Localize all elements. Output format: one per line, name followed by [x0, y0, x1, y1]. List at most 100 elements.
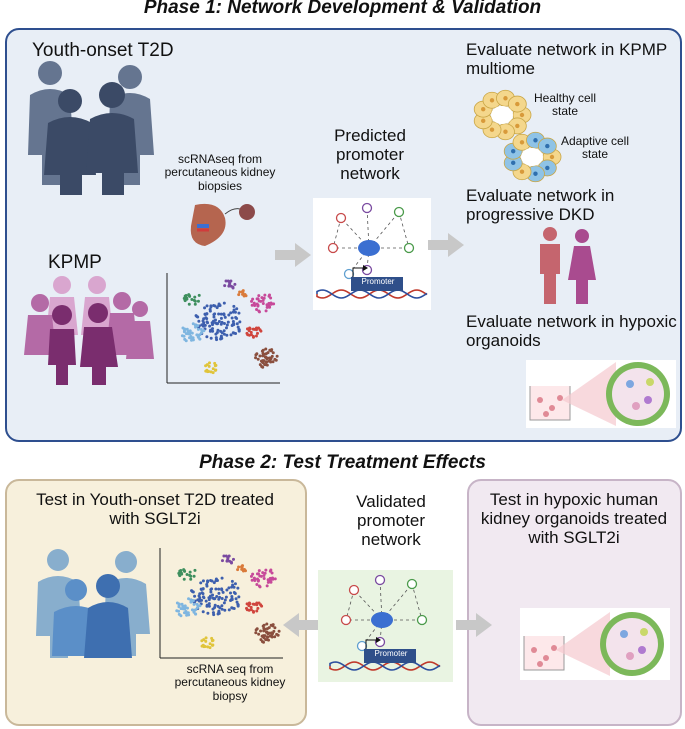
umap-point: [264, 356, 268, 360]
umap-point: [271, 351, 275, 355]
umap-point: [193, 302, 197, 306]
network-node: [327, 242, 339, 254]
organoid-dot: [549, 405, 555, 411]
umap-point: [212, 315, 216, 319]
umap-point: [189, 577, 193, 581]
umap-point: [207, 364, 211, 368]
kpmp-people-figure: [24, 276, 154, 385]
umap-point: [222, 601, 226, 605]
arrow-right-phase2: [456, 613, 492, 637]
umap-point: [201, 587, 205, 591]
umap-point: [257, 569, 261, 573]
umap-point: [211, 643, 215, 647]
cell-nucleus: [519, 169, 525, 174]
umap-point: [214, 587, 218, 591]
organoid-inner: [612, 368, 664, 420]
cell-nucleus: [545, 143, 550, 149]
treated-people-figure: [36, 549, 150, 658]
umap-point: [230, 606, 234, 610]
umap-point: [267, 305, 271, 309]
umap-point: [251, 572, 255, 576]
organoid-dot: [537, 397, 543, 403]
umap-point: [264, 568, 268, 572]
umap-point: [198, 604, 202, 608]
organoid-cell: [638, 646, 646, 654]
network-node: [361, 202, 373, 214]
umap-point: [254, 353, 258, 357]
umap-point: [185, 572, 189, 576]
umap-point: [214, 577, 218, 581]
umap-point: [201, 610, 205, 614]
umap-point: [189, 574, 193, 578]
cell-nucleus: [533, 171, 538, 176]
dna-strand: [316, 289, 428, 299]
umap-point: [177, 609, 181, 613]
umap-plot-phase2: [159, 548, 283, 659]
umap-point: [268, 358, 272, 362]
umap-point: [214, 321, 218, 325]
network-node: [374, 574, 386, 586]
validated-network-label: Validated promoter network: [356, 492, 426, 550]
umap-point: [184, 332, 188, 336]
organoid-cell: [626, 652, 634, 660]
umap-point: [227, 554, 231, 558]
umap-point: [222, 301, 226, 305]
network-edge: [332, 217, 342, 249]
umap-point: [201, 592, 205, 596]
umap-point: [256, 579, 260, 583]
promoter-arrowhead: [376, 637, 381, 643]
umap-point: [260, 349, 264, 353]
umap-point: [274, 358, 278, 362]
umap-point: [200, 323, 204, 327]
umap-point: [182, 577, 186, 581]
umap-point: [272, 302, 276, 306]
umap-point: [222, 554, 226, 558]
umap-point: [247, 601, 251, 605]
umap-point: [238, 290, 242, 294]
promoter-arrow: [365, 639, 378, 649]
predicted-network-label: Predicted promoter network: [334, 126, 406, 184]
umap-point: [233, 582, 237, 586]
umap-point: [190, 589, 194, 593]
umap-point: [255, 601, 259, 605]
umap-point: [211, 596, 215, 600]
umap-point: [236, 568, 240, 572]
umap-point: [200, 644, 204, 648]
umap-point: [238, 320, 242, 324]
youth-onset-label: Youth-onset T2D: [32, 40, 174, 61]
organoid-cell: [632, 402, 640, 410]
healthy-cell-label: Healthy cell state: [533, 91, 597, 119]
umap-point: [236, 325, 240, 329]
umap-point: [182, 330, 186, 334]
umap-point: [256, 304, 260, 308]
umap-point: [269, 302, 273, 306]
umap-point: [223, 608, 227, 612]
umap-point: [208, 596, 212, 600]
network-node: [348, 584, 360, 596]
umap-point: [188, 570, 192, 574]
umap-point: [213, 605, 217, 609]
umap-point: [277, 629, 281, 633]
cell-nucleus: [533, 138, 538, 143]
phase1-scrna-caption: scRNAseq from percutaneous kidney biopsi…: [164, 152, 276, 193]
cell-nucleus: [481, 106, 486, 112]
umap-point: [264, 638, 268, 642]
umap-point: [220, 559, 224, 563]
cell-nucleus: [519, 140, 525, 145]
umap-point: [214, 368, 218, 372]
umap-point: [231, 286, 235, 290]
umap-point: [265, 635, 269, 639]
umap-point: [275, 354, 279, 358]
umap-point: [190, 599, 194, 603]
umap-point: [264, 347, 268, 351]
umap-point: [211, 327, 215, 331]
umap-point: [255, 572, 259, 576]
umap-point: [182, 334, 186, 338]
umap-point: [258, 354, 262, 358]
umap-point: [260, 604, 264, 608]
network-edge: [398, 211, 410, 249]
promoter-arrow: [352, 267, 365, 277]
umap-point: [184, 339, 188, 343]
umap-point: [208, 324, 212, 328]
umap-point: [183, 294, 187, 298]
